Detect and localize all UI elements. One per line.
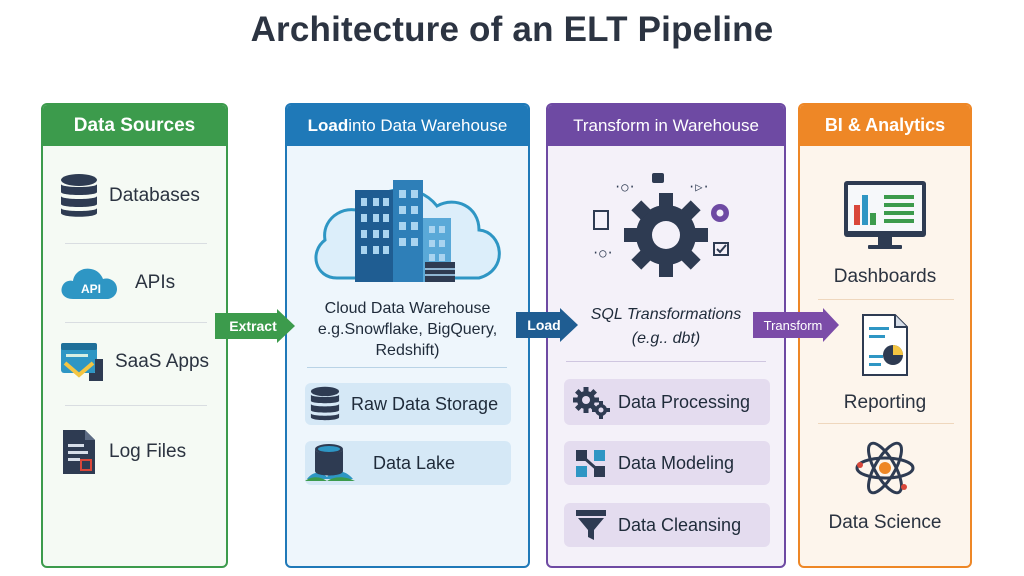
divider: [65, 243, 207, 244]
svg-text:·▷·: ·▷·: [688, 180, 710, 194]
database-icon: [61, 174, 97, 217]
divider: [818, 299, 954, 300]
raw-data-storage-label: Raw Data Storage: [351, 393, 499, 414]
data-processing-label: Data Processing: [618, 391, 751, 412]
load-arrow: [516, 308, 578, 342]
extract-arrow-label: Extract: [229, 318, 277, 334]
data-sources-header: Data Sources: [43, 105, 226, 146]
data-cleansing-item: Data Cleansing: [564, 503, 770, 547]
load-header-rest: into Data Warehouse: [348, 115, 508, 135]
saas-app-icon: [61, 343, 103, 381]
reporting-item: Reporting: [800, 313, 970, 414]
source-label: APIs: [135, 272, 176, 293]
api-badge-text: API: [81, 282, 101, 296]
dashboards-item: Dashboards: [800, 179, 970, 288]
log-file-icon: [63, 430, 95, 474]
bi-header: BI & Analytics: [800, 105, 970, 146]
load-header-bold: Load: [307, 115, 349, 135]
divider: [818, 423, 954, 424]
cloud-warehouse-icon: [314, 180, 501, 282]
load-header: Load into Data Warehouse: [287, 105, 528, 146]
reporting-label: Reporting: [843, 392, 927, 413]
atom-icon: [855, 441, 915, 495]
warehouse-description: Cloud Data Warehouse e.g.Snowflake, BigQ…: [287, 298, 528, 361]
divider: [566, 361, 766, 362]
diagram-title: Architecture of an ELT Pipeline: [250, 10, 774, 49]
divider: [307, 367, 507, 368]
data-lake-icon: [305, 444, 355, 481]
sql-line: SQL Transformations: [590, 306, 742, 323]
transform-warehouse-panel: Transform in Warehouse ·○· ·▷· ·○·: [546, 103, 786, 568]
data-sources-panel: Data Sources Databases API APIs SaaS App…: [41, 103, 228, 568]
data-modeling-item: Data Modeling: [564, 441, 770, 485]
extract-arrow: [215, 309, 295, 343]
warehouse-line: Cloud Data Warehouse: [324, 300, 491, 317]
transform-arrow-label: Transform: [763, 317, 823, 333]
api-cloud-icon: API: [61, 268, 117, 299]
data-lake-item: Data Lake: [305, 441, 511, 485]
sql-line: (e.g.. dbt): [631, 330, 701, 347]
load-arrow-label: Load: [527, 317, 561, 333]
data-lake-label: Data Lake: [373, 452, 456, 473]
source-databases: Databases: [59, 169, 219, 223]
source-apis: API APIs: [59, 256, 219, 310]
data-science-label: Data Science: [828, 512, 942, 533]
data-science-item: Data Science: [800, 437, 970, 534]
transform-header: Transform in Warehouse: [548, 105, 784, 146]
divider: [65, 322, 207, 323]
database-icon: [310, 386, 340, 421]
svg-text:·○·: ·○·: [614, 180, 636, 194]
data-cleansing-label: Data Cleansing: [618, 514, 742, 535]
dashboards-label: Dashboards: [833, 266, 937, 287]
raw-data-storage-item: Raw Data Storage: [305, 383, 511, 425]
source-label: SaaS Apps: [115, 351, 210, 372]
modeling-icon: [576, 450, 605, 477]
data-modeling-label: Data Modeling: [618, 452, 735, 473]
report-document-icon: [862, 314, 908, 376]
sql-transformations-text: SQL Transformations (e.g.. dbt): [548, 303, 784, 351]
transformation-gear-icon: ·○· ·▷· ·○·: [592, 173, 729, 277]
dashboard-monitor-icon: [844, 181, 926, 249]
load-warehouse-panel: Load into Data Warehouse Cloud Data Ware…: [285, 103, 530, 568]
svg-text:·○·: ·○·: [592, 246, 614, 260]
divider: [65, 405, 207, 406]
data-processing-item: Data Processing: [564, 379, 770, 425]
source-label: Databases: [109, 185, 200, 206]
funnel-icon: [576, 510, 606, 540]
warehouse-line: Redshift): [375, 342, 440, 359]
source-label: Log Files: [109, 441, 187, 462]
transform-arrow: [753, 308, 839, 342]
warehouse-line: e.g.Snowflake, BigQuery,: [317, 321, 498, 338]
source-log-files: Log Files: [59, 425, 219, 479]
source-saas-apps: SaaS Apps: [59, 335, 219, 389]
gears-icon: [573, 387, 610, 419]
